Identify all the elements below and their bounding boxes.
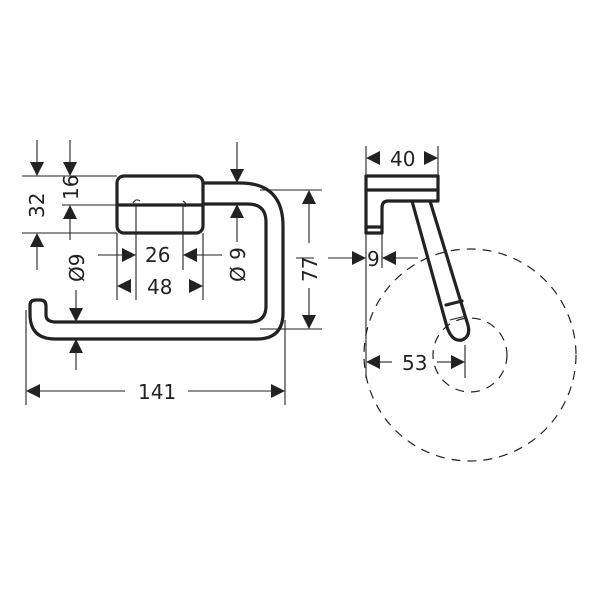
- dim-arm-height: 77: [298, 257, 322, 282]
- dim-rod-diameter-left: Ø9: [65, 254, 89, 282]
- dim-hole-spacing: 26: [145, 243, 170, 267]
- bracket: [364, 174, 440, 235]
- dimension-53: 53: [366, 351, 465, 375]
- side-view: 40 9 53: [328, 146, 577, 462]
- dim-base-width: 48: [147, 275, 172, 299]
- side-extension-lines: [365, 146, 466, 378]
- dim-wall-offset: 9: [367, 247, 380, 271]
- dimension-77: 77: [298, 190, 322, 329]
- dimension-32: 32: [25, 140, 49, 270]
- roll-outer-outline: [363, 248, 577, 462]
- base-plate: [115, 174, 205, 235]
- dimension-rod-diameter-right: Ø 9: [226, 142, 250, 282]
- dim-overall-width: 141: [138, 380, 176, 404]
- angled-rod: [410, 199, 471, 342]
- dimension-9: 9: [328, 247, 418, 271]
- dim-height-upper: 16: [59, 175, 83, 200]
- dim-depth: 40: [390, 147, 415, 171]
- dim-rod-diameter-right: Ø 9: [226, 247, 250, 282]
- roll-core-outline: [432, 317, 508, 393]
- holder-rod: [28, 181, 285, 341]
- dim-height-total: 32: [25, 193, 49, 218]
- dimension-16: 16: [59, 140, 83, 240]
- front-view: 32 16 Ø9 26 48: [22, 140, 322, 405]
- dimension-40: 40: [366, 147, 438, 171]
- dimension-rod-diameter-left: Ø9: [65, 254, 89, 370]
- extension-lines: [22, 175, 322, 405]
- dimension-48: 48: [117, 275, 203, 299]
- dim-roll-center: 53: [402, 351, 427, 375]
- dimension-141: 141: [26, 380, 285, 404]
- dimension-26: 26: [98, 243, 222, 267]
